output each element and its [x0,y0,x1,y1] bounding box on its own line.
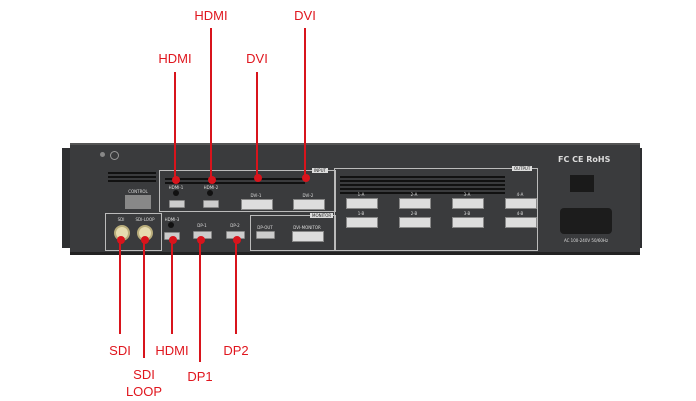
callout-hdmi-mid: HDMI [158,51,192,66]
callout-dvi-top: DVI [294,8,316,23]
output-4-b-label: 4-B [516,211,524,216]
hdmi3-label: HDMI-3 [164,217,180,222]
output-3-b-label: 3-B [463,211,471,216]
dvi1-label: DVI-1 [250,193,262,198]
output-2-b-label: 2-B [410,211,418,216]
output-section [334,168,538,251]
hdmi1-port[interactable] [169,200,185,208]
vent [108,170,156,182]
output-3-a-port[interactable] [452,198,484,209]
dvi2-port[interactable] [293,199,325,210]
input-section [159,170,336,212]
output-1-a-port[interactable] [346,198,378,209]
dp1-label: DP-1 [197,223,207,228]
dvi-monitor-label: DVI-MONITOR [293,225,321,230]
control-port[interactable] [125,195,151,209]
callout-dp2: DP2 [223,343,249,358]
screw-hole [173,190,179,196]
callout-hdmi-bottom: HDMI [155,343,189,358]
input-label: INPUT [312,168,328,173]
sdi-loop-label: SDI-LOOP [135,217,155,222]
output-3-b-port[interactable] [452,217,484,228]
vent [340,174,505,194]
output-1-b-label: 1-B [357,211,365,216]
hdmi1-label: HDMI-1 [168,185,184,190]
callout-dvi-mid: DVI [246,51,268,66]
power-inlet[interactable] [560,208,612,234]
callout-hdmi-top: HDMI [194,8,228,23]
sdi-label: SDI [117,217,125,222]
monitor-label: MONITOR [310,213,334,218]
output-3-a-label: 3-A [463,192,471,197]
dp2-label: DP-2 [230,223,240,228]
output-4-b-port[interactable] [505,217,537,228]
vent [165,176,305,184]
dp-out-port[interactable] [256,231,275,239]
callout-sdi-loop: SDI LOOP [126,366,162,400]
hdmi2-port[interactable] [203,200,219,208]
control-label: CONTROL [128,189,148,194]
dp-out-label: DP-OUT [257,225,273,230]
output-4-a-label: 4-A [516,192,524,197]
callout-sdi-loop-line1: SDI [133,367,155,382]
power-switch[interactable] [570,175,594,192]
output-1-b-port[interactable] [346,217,378,228]
device-rear-panel: CONTROL INPUT HDMI-1 HDMI-2 DVI-1 DVI-2 … [70,143,640,255]
output-1-a-label: 1-A [357,192,365,197]
screw-hole [168,222,174,228]
screw-icon [100,152,105,157]
monitor-section [250,215,336,251]
dvi2-label: DVI-2 [302,193,314,198]
output-4-a-port[interactable] [505,198,537,209]
callout-dp1: DP1 [187,369,213,384]
output-2-a-port[interactable] [399,198,431,209]
callout-sdi-loop-line2: LOOP [125,384,163,399]
power-label: AC 100-240V 50/60Hz [563,238,609,243]
callout-sdi: SDI [109,343,131,358]
hdmi2-label: HDMI-2 [203,185,219,190]
certification-marks: FC CE RoHS [558,155,611,164]
output-2-b-port[interactable] [399,217,431,228]
screw-hole [207,190,213,196]
dvi-monitor-port[interactable] [292,231,324,242]
sdi-section [105,213,162,251]
dvi1-port[interactable] [241,199,273,210]
output-2-a-label: 2-A [410,192,418,197]
ground-icon [110,151,119,160]
output-label: OUTPUT [512,166,533,171]
